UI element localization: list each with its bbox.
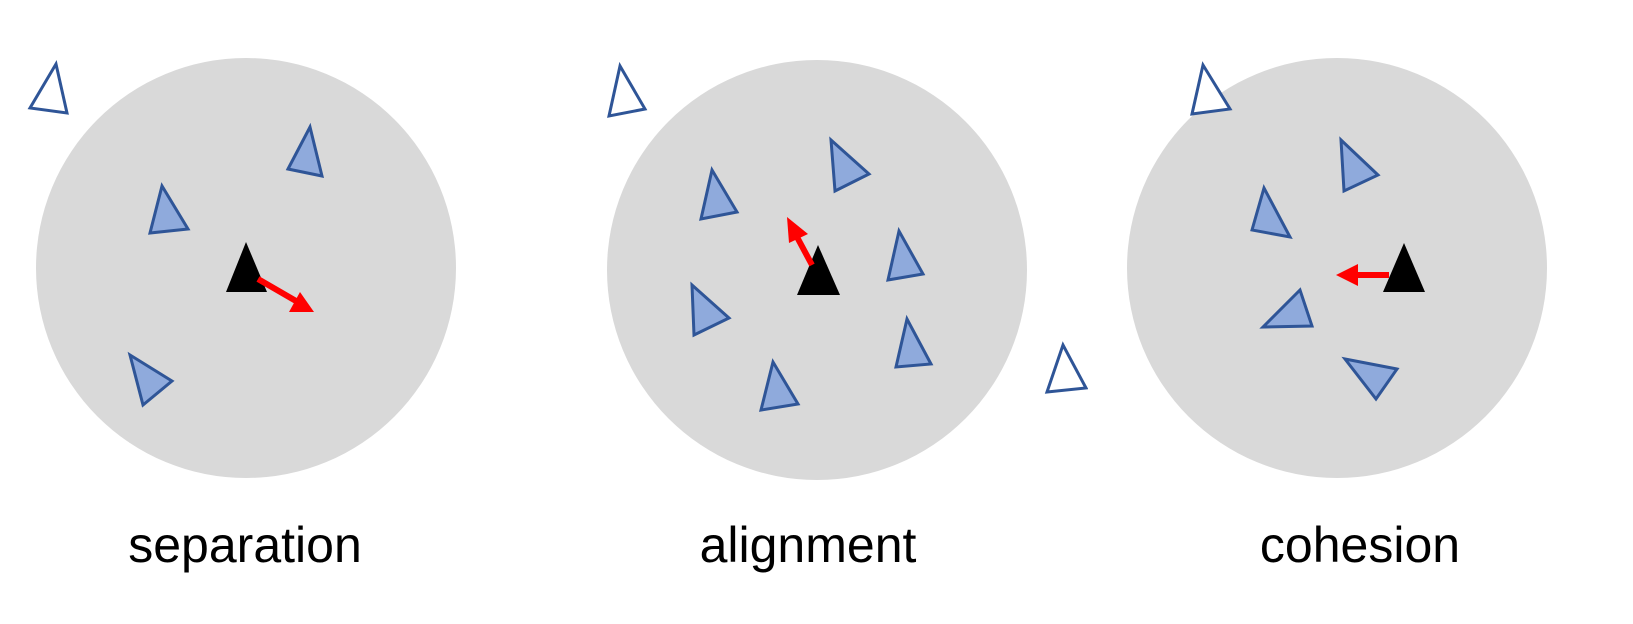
neighbor-boid-icon [285,122,325,178]
neighbor-boid-icon [1339,136,1381,194]
outside-boid-icon [1190,61,1233,116]
alignment-panel: alignment [544,0,1088,624]
focal-boid-icon [226,242,267,292]
neighbor-boid-icon [1259,287,1315,329]
steer-align-arrow-icon [787,217,815,267]
steer-away-arrow-icon [256,276,314,312]
focal-boid-icon [1383,243,1425,292]
separation-diagram [27,58,456,478]
panel-caption: alignment [699,517,917,573]
neighbor-boid-icon [1341,356,1400,402]
neighbor-boid-icon [894,314,934,369]
neighbor-boid-icon [829,136,872,194]
neighborhood-circle [1127,58,1547,478]
cohesion-panel: cohesion [1088,0,1632,624]
cohesion-diagram [1127,58,1547,478]
neighbor-boid-icon [690,281,732,338]
focal-boid-icon [797,245,840,295]
alignment-diagram [607,60,1088,480]
outside-boid-icon [607,61,648,118]
outside-boid-icon [27,59,69,115]
neighbor-boid-icon [758,358,801,412]
panel-caption: separation [128,517,362,573]
neighbor-boid-icon [699,165,740,221]
neighbor-boid-icon [886,226,926,282]
neighbor-boid-icon [127,351,175,408]
neighbor-boid-icon [1250,184,1293,240]
steer-toward-arrow-icon [1336,264,1389,286]
separation-panel: separation [0,0,544,624]
outside-boid-icon [1044,341,1088,394]
neighbor-boid-icon [148,182,191,235]
panel-caption: cohesion [1259,517,1461,573]
